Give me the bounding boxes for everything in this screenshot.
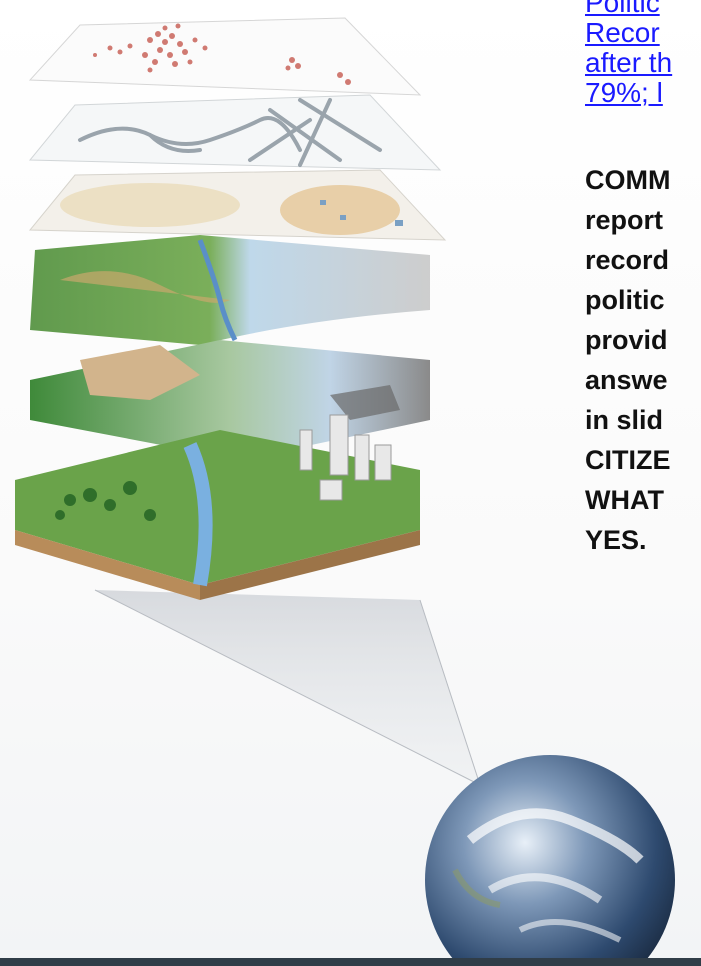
comment-line: YES.: [585, 525, 647, 555]
comment-line: WHAT: [585, 485, 664, 515]
comment-line: in slid: [585, 405, 664, 435]
street-network-layer: [28, 94, 442, 171]
terrain-layer: [30, 235, 430, 345]
comment-block: COMM report record politic provid answe …: [585, 160, 701, 560]
comment-line: CITIZE: [585, 445, 671, 475]
earth-globe: [425, 755, 675, 966]
comment-line: record: [585, 245, 670, 275]
comment-line: provid: [585, 325, 668, 355]
link-line[interactable]: Recor: [585, 17, 660, 48]
slide-text: Politic Recor after th 79%; l COMM repor…: [585, 0, 701, 560]
comment-line: COMM: [585, 165, 671, 195]
point-data-layer: [28, 17, 422, 96]
comment-line: answe: [585, 365, 668, 395]
link-line[interactable]: 79%; l: [585, 77, 663, 108]
comment-line: report: [585, 205, 664, 235]
city-landscape-block: [15, 414, 420, 600]
link-line[interactable]: after th: [585, 47, 673, 78]
parcel-layer: [28, 169, 447, 241]
link-line[interactable]: Politic: [585, 0, 660, 18]
bottom-bar: [0, 958, 701, 966]
comment-line: politic: [585, 285, 665, 315]
